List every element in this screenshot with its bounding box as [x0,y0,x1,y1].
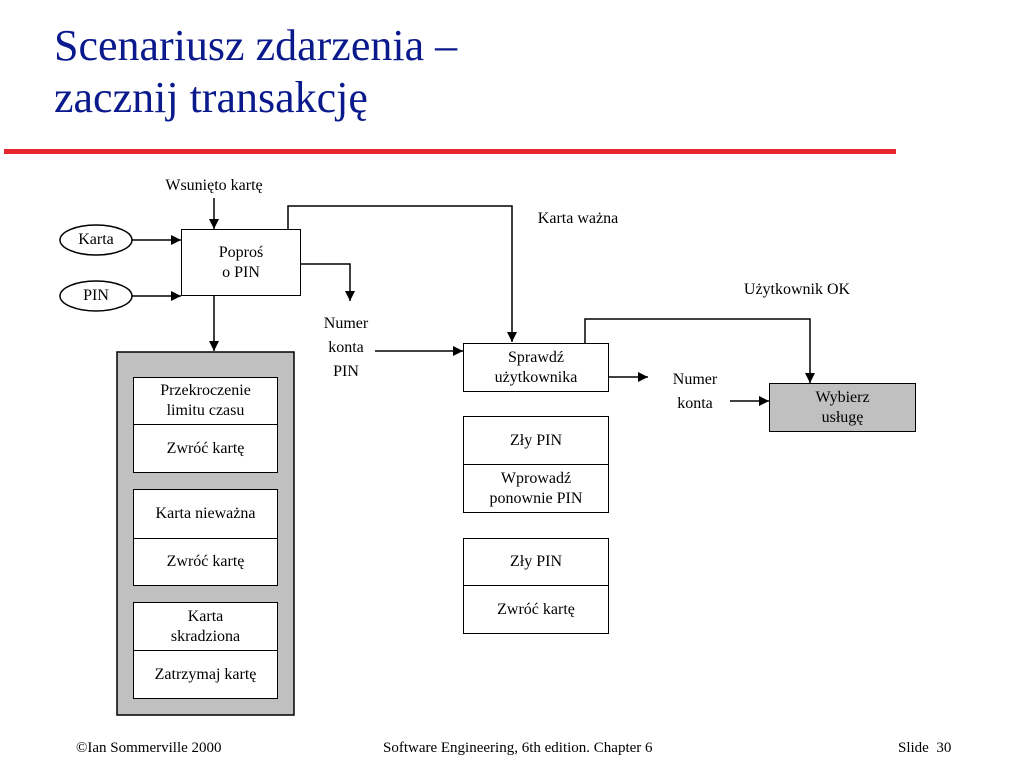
footer-copyright: ©Ian Sommerville 2000 [76,740,222,756]
exception-wrong-pin-1-action: Wprowadź ponownie PIN [463,464,609,513]
exception-timeout-condition: Przekroczenie limitu czasu [133,377,278,425]
exception-invalid-card-condition: Karta nieważna [133,489,278,539]
title-underline [4,149,896,154]
state-popros-o-pin: Poproś o PIN [181,229,301,296]
arrow-uzytkownik-ok [584,318,815,383]
title-line-2: zacznij transakcję [54,73,368,122]
exception-wrong-pin-1-condition: Zły PIN [463,416,609,465]
label-numer-konta-pin: Numer konta PIN [323,315,369,380]
input-karta-label: Karta [78,231,114,248]
exception-stolen-card-condition: Karta skradziona [133,602,278,651]
label-uzytkownik-ok: Użytkownik OK [743,281,851,298]
exception-wrong-pin-2-action: Zwróć kartę [463,585,609,634]
title-line-1: Scenariusz zdarzenia – [54,21,458,70]
label-wsunieto-karte: Wsunięto kartę [165,177,263,194]
slide-title: Scenariusz zdarzenia – zacznij transakcj… [54,20,457,124]
exception-timeout-action: Zwróć kartę [133,424,278,473]
exception-invalid-card-action: Zwróć kartę [133,538,278,586]
input-pin-label: PIN [83,287,109,304]
exception-stolen-card-action: Zatrzymaj kartę [133,650,278,699]
state-wybierz-usluge: Wybierz usługę [769,383,916,432]
footer-slide-number: Slide 30 [898,740,952,756]
arrow-karta-wazna [287,205,517,342]
label-karta-wazna: Karta ważna [537,210,619,227]
exception-wrong-pin-2-condition: Zły PIN [463,538,609,586]
state-sprawdz-uzytkownika: Sprawdź użytkownika [463,343,609,392]
footer-book: Software Engineering, 6th edition. Chapt… [383,740,653,756]
label-numer-konta: Numer konta [672,371,718,412]
arrow-popros-out [301,263,355,301]
